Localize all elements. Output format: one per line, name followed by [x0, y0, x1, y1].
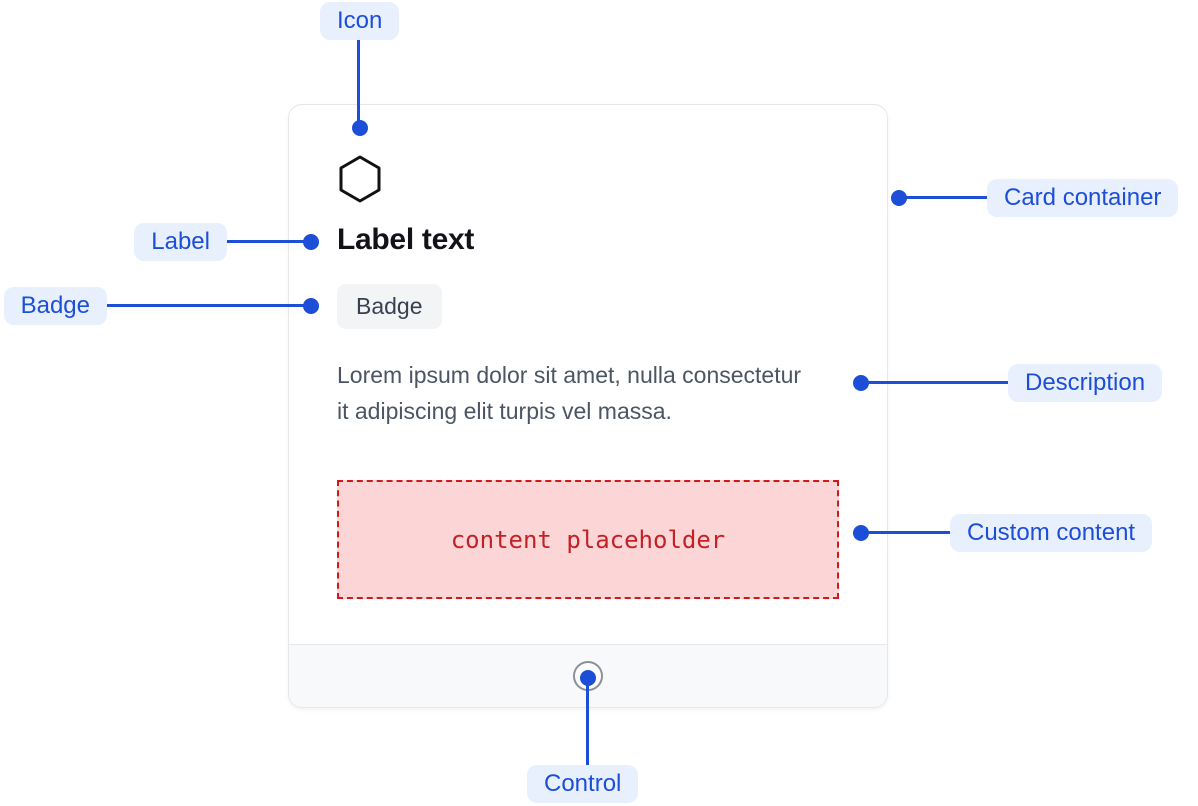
callout-custom-content: Custom content — [950, 514, 1153, 552]
icon-anchor-dot — [352, 120, 368, 136]
control-leader-line — [586, 680, 589, 765]
description-anchor-dot — [853, 375, 869, 391]
custom-content-placeholder: content placeholder — [337, 480, 839, 599]
callout-control: Control — [527, 765, 639, 803]
card-label-text: Label text — [337, 223, 475, 256]
callout-description: Description — [1008, 364, 1163, 402]
callout-card-container: Card container — [987, 179, 1179, 217]
control-anchor-dot — [580, 670, 596, 686]
placeholder-text: content placeholder — [450, 525, 726, 554]
card-container-leader-line — [901, 196, 987, 199]
badge-leader-line — [105, 304, 305, 307]
badge-anchor-dot — [303, 298, 319, 314]
label-leader-line — [225, 240, 305, 243]
label-anchor-dot — [303, 234, 319, 250]
custom-content-anchor-dot — [853, 525, 869, 541]
custom-content-leader-line — [865, 531, 950, 534]
callout-label: Label — [134, 223, 227, 261]
badge-chip: Badge — [337, 284, 442, 329]
card-description: Lorem ipsum dolor sit amet, nulla consec… — [337, 362, 802, 424]
callout-icon: Icon — [320, 2, 400, 40]
card-container: Label text Badge Lorem ipsum dolor sit a… — [288, 104, 888, 708]
callout-badge: Badge — [3, 287, 107, 325]
card-container-anchor-dot — [891, 190, 907, 206]
description-leader-line — [865, 381, 1008, 384]
hexagon-icon — [337, 155, 383, 203]
icon-leader-line — [357, 40, 360, 122]
